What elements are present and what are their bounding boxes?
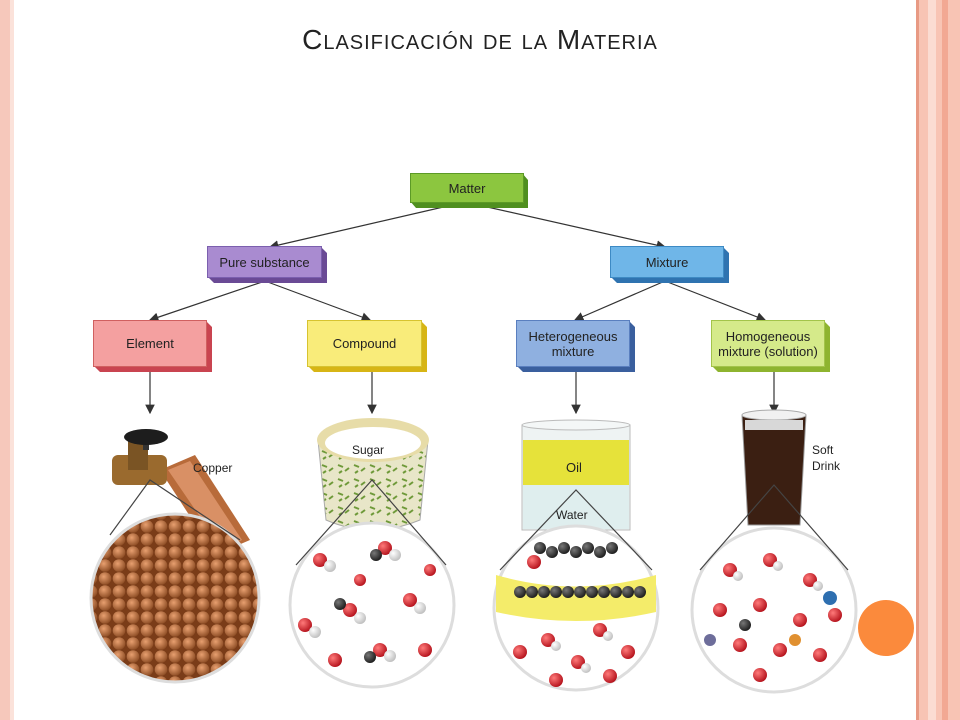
node-element-label: Element [126, 336, 174, 351]
sugar-molecules [298, 541, 436, 667]
label-soft-drink: Soft Drink [812, 443, 841, 473]
soft-drink-molecules [704, 553, 842, 682]
soft-drink-glass-illustration [741, 409, 807, 526]
copper-pipe-illustration [112, 429, 250, 555]
oil-chains [514, 542, 646, 598]
decorative-orange-circle [858, 600, 914, 656]
slide-left-border [0, 0, 14, 720]
label-water: Water [556, 508, 588, 522]
label-sugar: Sugar [352, 443, 385, 457]
slide-title: Clasificación de la Materia [302, 24, 658, 55]
sugar-bowl-illustration [317, 418, 429, 531]
tree-connectors [145, 201, 779, 415]
node-matter-label: Matter [448, 180, 486, 196]
node-heterogeneous-label: Heterogeneous mixture [528, 328, 618, 359]
node-mixture: Mixture [610, 246, 724, 278]
slide-right-border [916, 0, 960, 720]
node-compound-label: Compound [332, 336, 397, 351]
node-compound: Compound [307, 320, 422, 367]
oil-water-glass-illustration [521, 419, 631, 531]
node-matter: Matter [410, 173, 524, 203]
copper-atoms-zoom [89, 512, 261, 684]
node-homogeneous-label: Homogeneous mixture (solution) [718, 328, 818, 359]
node-heterogeneous: Heterogeneous mixture [516, 320, 630, 367]
node-pure-substance: Pure substance [207, 246, 322, 278]
node-pure-substance-label: Pure substance [219, 254, 310, 270]
label-copper: Copper [193, 461, 233, 475]
label-oil: Oil [566, 460, 582, 475]
water-molecules [513, 623, 635, 687]
node-element: Element [93, 320, 207, 367]
node-mixture-label: Mixture [645, 254, 689, 270]
node-homogeneous: Homogeneous mixture (solution) [711, 320, 825, 367]
